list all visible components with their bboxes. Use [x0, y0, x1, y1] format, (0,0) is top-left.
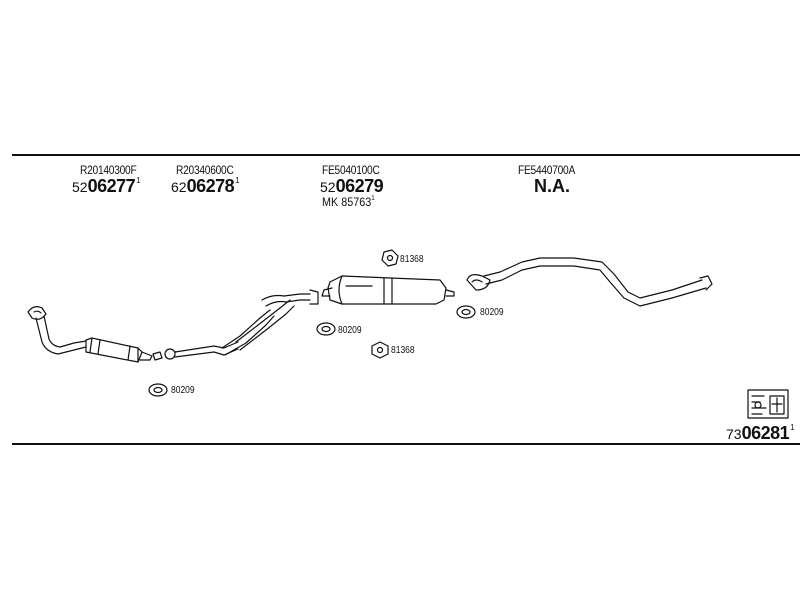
section-2-code: R20340600C — [176, 163, 234, 177]
nut-top-label: 81368 — [400, 254, 424, 265]
section-1-number: 52062771 — [72, 176, 141, 196]
section-2-number: 62062781 — [171, 176, 240, 196]
vehicle-identification-icon — [747, 389, 789, 419]
section-4-code: FE5440700A — [518, 163, 576, 177]
gasket-mid-label: 80209 — [338, 325, 362, 336]
top-divider — [12, 154, 800, 156]
footer-number: 73062811 — [726, 423, 795, 443]
gasket-right-label: 80209 — [480, 307, 504, 318]
section-3-number: 5206279 — [320, 176, 384, 196]
bottom-divider — [12, 443, 800, 445]
section-4-na: N.A. — [534, 176, 570, 196]
centre-silencer — [321, 275, 455, 305]
nut-icons — [371, 249, 399, 359]
rear-pipe — [466, 257, 713, 307]
front-flange — [152, 351, 163, 361]
section-3-mk: MK 857631 — [322, 195, 375, 209]
section-1-code: R20140300F — [80, 163, 137, 177]
front-pipe — [27, 306, 87, 355]
middle-pipe — [164, 289, 319, 360]
gasket-left-label: 80209 — [171, 385, 195, 396]
nut-bottom-label: 81368 — [391, 345, 415, 356]
gasket-icons — [148, 305, 476, 397]
front-silencer — [85, 337, 153, 363]
section-3-code: FE5040100C — [322, 163, 380, 177]
